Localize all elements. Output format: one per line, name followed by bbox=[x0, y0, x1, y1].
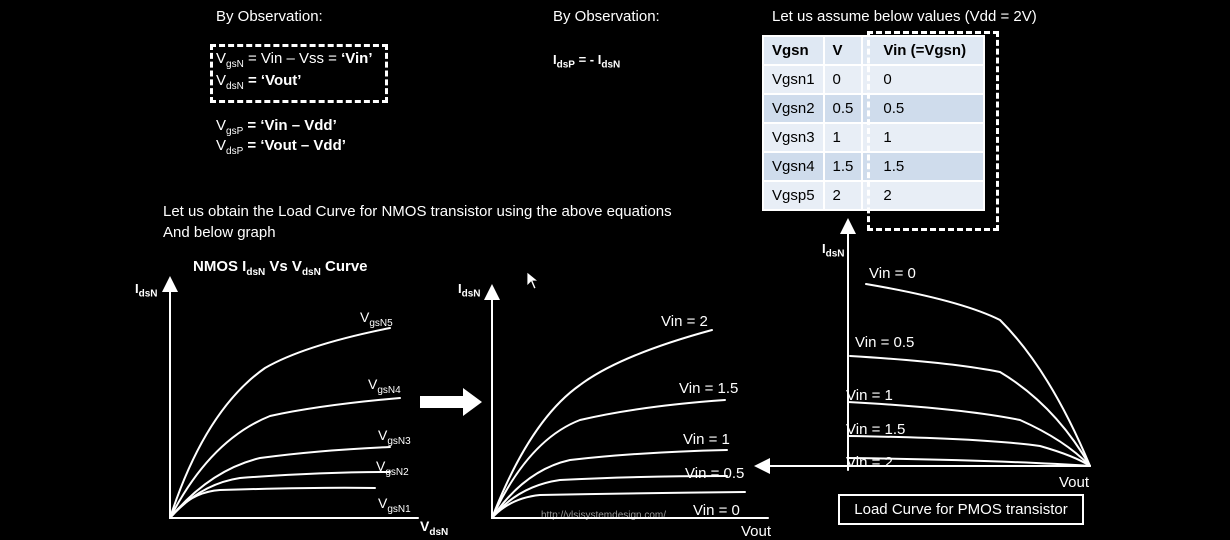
graph3-curve-vin-1.5 bbox=[847, 435, 1091, 467]
transform-arrow bbox=[420, 388, 482, 416]
graph3-curve-label: Vin = 0 bbox=[869, 265, 916, 282]
vin-column-highlight bbox=[867, 31, 999, 231]
table-cell: Vgsn3 bbox=[762, 122, 825, 153]
graph2-curve-vin-1.5 bbox=[491, 399, 726, 519]
table-cell: 0.5 bbox=[822, 93, 864, 124]
table-cell: 0 bbox=[861, 64, 986, 95]
graph3-curve-label: Vin = 1 bbox=[846, 387, 893, 404]
table-header: Vin (=Vgsn) bbox=[861, 35, 986, 66]
eq-vgsn: VgsN = Vin – Vss = ‘Vin’ bbox=[216, 50, 373, 70]
graph2-xlabel: Vout bbox=[741, 523, 772, 540]
table-cell: 1.5 bbox=[861, 151, 986, 182]
graph2-curve-vin-2 bbox=[491, 329, 713, 519]
table-header: V bbox=[822, 35, 864, 66]
values-table: Vgsn V Vin (=Vgsn) Vgsn1 0 0 Vgsn2 0.5 0… bbox=[762, 35, 986, 211]
graph1-curve-vgsn4 bbox=[169, 397, 401, 519]
graph3-xlabel: Vout bbox=[1059, 474, 1090, 491]
graph3-curve-vin-1 bbox=[847, 401, 1091, 467]
table-cell: 2 bbox=[861, 180, 986, 211]
table-cell: 0 bbox=[822, 64, 864, 95]
table-row: Vgsn4 1.5 1.5 bbox=[762, 151, 986, 182]
graph2-curve-vin-0.5 bbox=[491, 475, 728, 519]
graph2-curve-label: Vin = 2 bbox=[661, 313, 708, 330]
graph3-curve-label: Vin = 1.5 bbox=[846, 421, 906, 438]
table-cell: 1.5 bbox=[822, 151, 864, 182]
eq-vdsp: VdsP = ‘Vout – Vdd’ bbox=[216, 137, 346, 157]
graph1-title: NMOS IdsN Vs VdsN Curve bbox=[193, 258, 368, 278]
graph1-curve-label: VgsN3 bbox=[378, 427, 411, 447]
graph1-curve-vgsn5 bbox=[169, 327, 391, 519]
graph2-ylabel: IdsN bbox=[458, 281, 481, 300]
graph2-curve-label: Vin = 1 bbox=[683, 431, 730, 448]
table-cell: 0.5 bbox=[861, 93, 986, 124]
pmos-load-curve-caption: Load Curve for PMOS transistor bbox=[838, 494, 1084, 525]
table-header: Vgsn bbox=[762, 35, 825, 66]
table-cell: 1 bbox=[861, 122, 986, 153]
graph3-ylabel: IdsN bbox=[822, 241, 845, 260]
table-title: Let us assume below values (Vdd = 2V) bbox=[772, 8, 1037, 25]
graph1-curve-vgsn3 bbox=[169, 446, 391, 519]
middle-observation-title: By Observation: bbox=[553, 8, 660, 25]
graph2-curve-label: Vin = 0.5 bbox=[685, 465, 745, 482]
table-cell: Vgsp5 bbox=[762, 180, 825, 211]
graph2-curve-vin-0 bbox=[491, 491, 746, 519]
table-row: Vgsp5 2 2 bbox=[762, 180, 986, 211]
instruction-line-2: And below graph bbox=[163, 224, 276, 241]
graph1-xlabel: VdsN bbox=[420, 518, 449, 538]
table-cell: Vgsn4 bbox=[762, 151, 825, 182]
graph2-curve-vin-1 bbox=[491, 449, 728, 519]
table-row: Vgsn2 0.5 0.5 bbox=[762, 93, 986, 124]
instruction-line-1: Let us obtain the Load Curve for NMOS tr… bbox=[163, 203, 672, 220]
table-cell: 2 bbox=[822, 180, 864, 211]
graph1-curve-vgsn2 bbox=[169, 471, 391, 519]
graph2-curve-label: Vin = 1.5 bbox=[679, 380, 739, 397]
eq-vdsn: VdsN = ‘Vout’ bbox=[216, 72, 302, 92]
graph3-curve-vin-2 bbox=[847, 457, 1091, 467]
graph1-ylabel: IdsN bbox=[135, 281, 158, 300]
left-observation-title: By Observation: bbox=[216, 8, 323, 25]
eq-idsp: IdsP = - IdsN bbox=[553, 52, 621, 71]
graph1-curve-label: VgsN2 bbox=[376, 458, 409, 478]
graph3-curve-vin-0.5 bbox=[849, 355, 1091, 467]
graph2-curve-label: Vin = 0 bbox=[693, 502, 740, 519]
table-row: Vgsn3 1 1 bbox=[762, 122, 986, 153]
graph1-curve-label: VgsN4 bbox=[368, 376, 401, 396]
table-row: Vgsn1 0 0 bbox=[762, 64, 986, 95]
graph1-curve-vgsn1 bbox=[169, 486, 376, 519]
table-cell: Vgsn2 bbox=[762, 93, 825, 124]
graph3-curve-vin-0 bbox=[865, 283, 1091, 467]
table-cell: Vgsn1 bbox=[762, 64, 825, 95]
nmos-equations-box bbox=[210, 44, 388, 103]
table-cell: 1 bbox=[822, 122, 864, 153]
graph1-curve-label: VgsN5 bbox=[360, 309, 393, 329]
mouse-cursor-icon bbox=[526, 271, 540, 290]
watermark: http://vlsisystemdesign.com/ bbox=[541, 510, 667, 521]
graph3-curve-label: Vin = 0.5 bbox=[855, 334, 915, 351]
eq-vgsp: VgsP = ‘Vin – Vdd’ bbox=[216, 117, 337, 137]
graph1-curve-label: VgsN1 bbox=[378, 495, 411, 515]
